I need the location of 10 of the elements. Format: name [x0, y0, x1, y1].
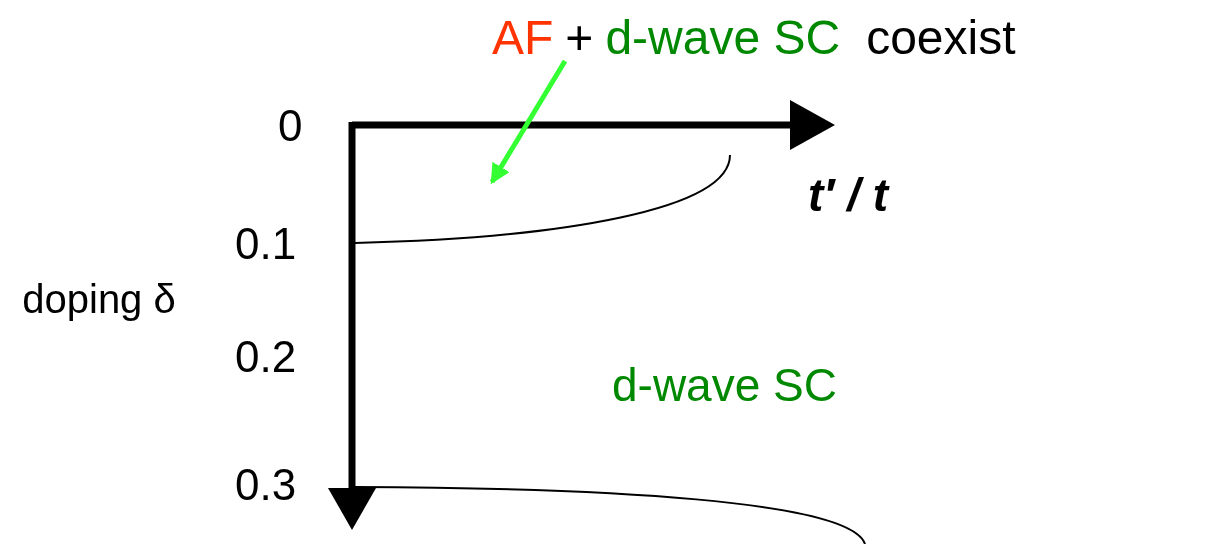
tick-label: 0.1 [235, 222, 297, 266]
axis-label: doping δ [21, 276, 177, 323]
region-label: d-wave SC [612, 362, 837, 408]
axis-label: t′ / t [808, 172, 888, 218]
tick-label: 0.2 [235, 335, 297, 379]
tick-label: 0.3 [235, 463, 297, 507]
phase-boundary [354, 154, 731, 244]
arrow [489, 59, 568, 185]
tick-label: 0 [278, 104, 303, 148]
callout-text: AF + d-wave SC coexist [492, 14, 1028, 62]
